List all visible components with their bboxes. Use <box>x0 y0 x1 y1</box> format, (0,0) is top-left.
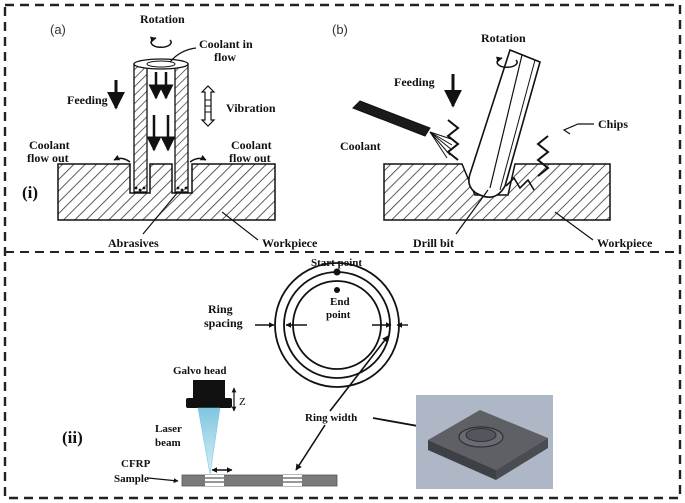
rotation-label-a: Rotation <box>140 12 185 26</box>
drill-bit <box>468 48 541 198</box>
end-point-dot <box>334 287 340 293</box>
coolant-in-label-2: flow <box>214 50 236 64</box>
laser-beam-label: Laser <box>155 423 182 435</box>
drill-bit-leader <box>455 189 489 235</box>
drill-bit-label: Drill bit <box>413 236 454 250</box>
coolant-label-b: Coolant <box>340 139 381 153</box>
ring-spacing-label: Ring <box>208 302 233 316</box>
rotation-label-b: Rotation <box>481 31 526 45</box>
ring-width-label: Ring width <box>305 412 357 424</box>
coolant-in-label: Coolant in <box>199 37 253 51</box>
abrasives-leader <box>142 191 179 235</box>
coolant-out-left-arrow <box>113 154 131 163</box>
panel-a-letter: (a) <box>50 22 66 37</box>
end-point-label-2: point <box>326 309 351 321</box>
laser-beam-label-2: beam <box>155 437 181 449</box>
galvo-head <box>186 380 232 408</box>
feeding-label-b: Feeding <box>394 75 435 89</box>
workpiece-b <box>383 163 611 221</box>
coolant-out-right-arrow <box>189 154 207 163</box>
vibration-double-arrow <box>200 85 216 127</box>
cfrp-leader <box>147 477 179 483</box>
workpiece-b-label: Workpiece <box>597 236 653 250</box>
ultrasonic-tool-tube <box>133 58 189 193</box>
coolant-out-right-label: Coolant <box>231 138 272 152</box>
rotation-arrow-a <box>149 36 172 49</box>
panel-ii-label: (ii) <box>62 428 83 447</box>
z-axis-label: Z <box>239 396 246 408</box>
abrasive-dots <box>134 186 188 192</box>
cfrp-label-2: Sample <box>114 473 149 485</box>
sample-3d-render <box>416 395 553 489</box>
galvo-head-label: Galvo head <box>173 365 226 377</box>
start-point-label: Start point <box>311 257 362 269</box>
panel-b-letter: (b) <box>332 22 348 37</box>
coolant-out-right-label-2: flow out <box>229 151 271 165</box>
feeding-label-a: Feeding <box>67 93 108 107</box>
start-point-dot <box>333 268 341 276</box>
chips-leader <box>562 123 594 135</box>
abrasives-label: Abrasives <box>108 236 159 250</box>
workpiece-a-label: Workpiece <box>262 236 318 250</box>
chips-label: Chips <box>598 117 628 131</box>
chips-right-zigzag <box>536 135 550 177</box>
coolant-nozzle <box>352 100 455 159</box>
panel-i-label: (i) <box>22 183 38 202</box>
cfrp-sample <box>181 474 338 487</box>
coolant-out-left-label: Coolant <box>29 138 70 152</box>
workpiece-a <box>57 163 276 221</box>
chips-bottom-zigzag <box>505 176 535 191</box>
workpiece-a-leader <box>221 211 259 241</box>
vibration-label: Vibration <box>226 101 276 115</box>
coolant-in-leader <box>169 47 197 63</box>
ring-spacing-label-2: spacing <box>204 316 243 330</box>
rotation-arrow-b <box>495 56 518 69</box>
workpiece-b-leader <box>554 211 594 241</box>
ring-width-leader-down <box>295 424 326 471</box>
ring-width-leader-up <box>329 335 389 412</box>
coolant-out-left-label-2: flow out <box>27 151 69 165</box>
laser-beam <box>197 407 221 475</box>
end-point-label: End <box>330 296 350 308</box>
cfrp-label: CFRP <box>121 458 151 470</box>
